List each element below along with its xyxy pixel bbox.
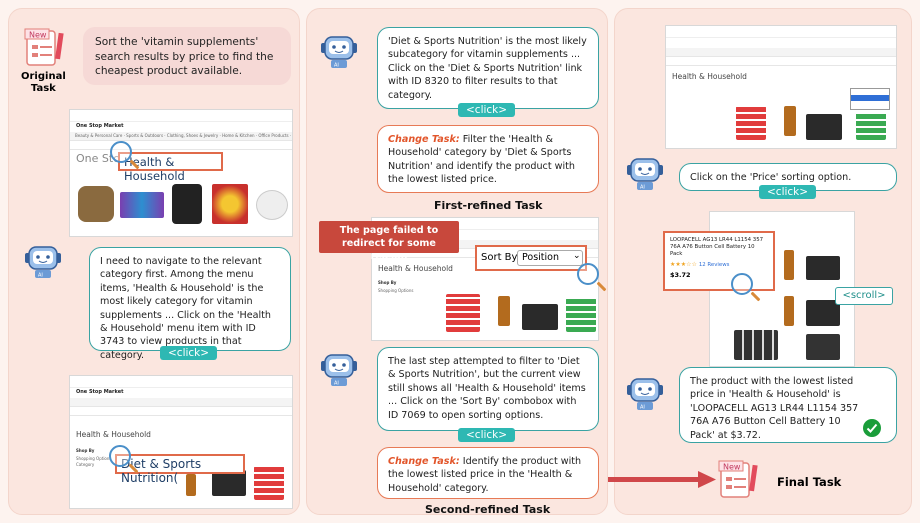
agent-thought-2: 'Diet & Sports Nutrition' is the most li… (377, 27, 599, 109)
product-name: LOOPACELL AG13 LR44 L1154 357 76A A76 Bu… (670, 237, 768, 258)
arrow-to-final-task (608, 470, 718, 490)
action-click-2: <click> (458, 103, 515, 117)
magnifier-icon (577, 263, 599, 285)
robot-agent-icon: AI (23, 243, 63, 279)
svg-text:AI: AI (334, 63, 339, 69)
screenshot-sort-options: Health & Household (665, 25, 897, 149)
panel-original-task: New Original Task Sort the 'vitamin supp… (8, 8, 300, 515)
screenshot-health-household: One Stop Market Health & Household Shop … (69, 375, 293, 509)
robot-agent-icon: AI (625, 375, 665, 411)
second-refined-task: Change Task: Identify the product with t… (377, 447, 599, 499)
check-icon (863, 419, 881, 437)
action-scroll: <scroll> (835, 287, 893, 305)
action-click-3: <click> (458, 428, 515, 442)
final-task-label: Final Task (777, 475, 841, 489)
cheapest-product-card[interactable]: LOOPACELL AG13 LR44 L1154 357 76A A76 Bu… (663, 231, 775, 291)
final-task-icon: New (717, 457, 765, 501)
agent-thought-3: The last step attempted to filter to 'Di… (377, 347, 599, 431)
star-rating-icon: ★★★☆☆ (670, 261, 697, 268)
original-task-text: Sort the 'vitamin supplements' search re… (83, 27, 291, 85)
failure-note: The page failed to redirect for some rea… (319, 221, 459, 253)
category-title: Health & Household (378, 264, 453, 273)
product-price: $3.72 (670, 271, 768, 279)
product-reviews: 12 Reviews (699, 262, 730, 268)
sort-by-combobox[interactable]: Sort By Position ⌄ (475, 245, 587, 271)
robot-agent-icon: AI (319, 351, 359, 387)
svg-text:AI: AI (38, 273, 43, 279)
svg-text:New: New (723, 463, 741, 472)
magnifier-icon (110, 141, 132, 163)
magnifier-icon (109, 445, 131, 467)
action-click-4: <click> (759, 185, 816, 199)
category-title: Health & Household (672, 72, 747, 81)
robot-agent-icon: AI (319, 33, 359, 69)
agent-thought-1: I need to navigate to the relevant categ… (89, 247, 291, 351)
svg-text:New: New (29, 31, 47, 40)
second-refined-caption: Second-refined Task (425, 503, 550, 516)
svg-text:AI: AI (334, 381, 339, 387)
panel-refinement: AI 'Diet & Sports Nutrition' is the most… (306, 8, 608, 515)
svg-text:AI: AI (640, 185, 645, 191)
first-refined-caption: First-refined Task (434, 199, 543, 212)
action-click-1: <click> (160, 346, 217, 360)
original-task-label: Original Task (21, 71, 66, 95)
magnifier-icon (731, 273, 753, 295)
first-refined-task: Change Task: Filter the 'Health & Househ… (377, 125, 599, 193)
chevron-down-icon: ⌄ (573, 251, 581, 261)
panel-final: Health & Household AI Click on the 'Pric… (614, 8, 912, 515)
category-title: Health & Household (76, 430, 151, 439)
svg-text:AI: AI (640, 405, 645, 411)
new-task-icon: New (23, 25, 67, 67)
robot-agent-icon: AI (625, 155, 665, 191)
sort-by-label: Sort By (481, 252, 517, 263)
